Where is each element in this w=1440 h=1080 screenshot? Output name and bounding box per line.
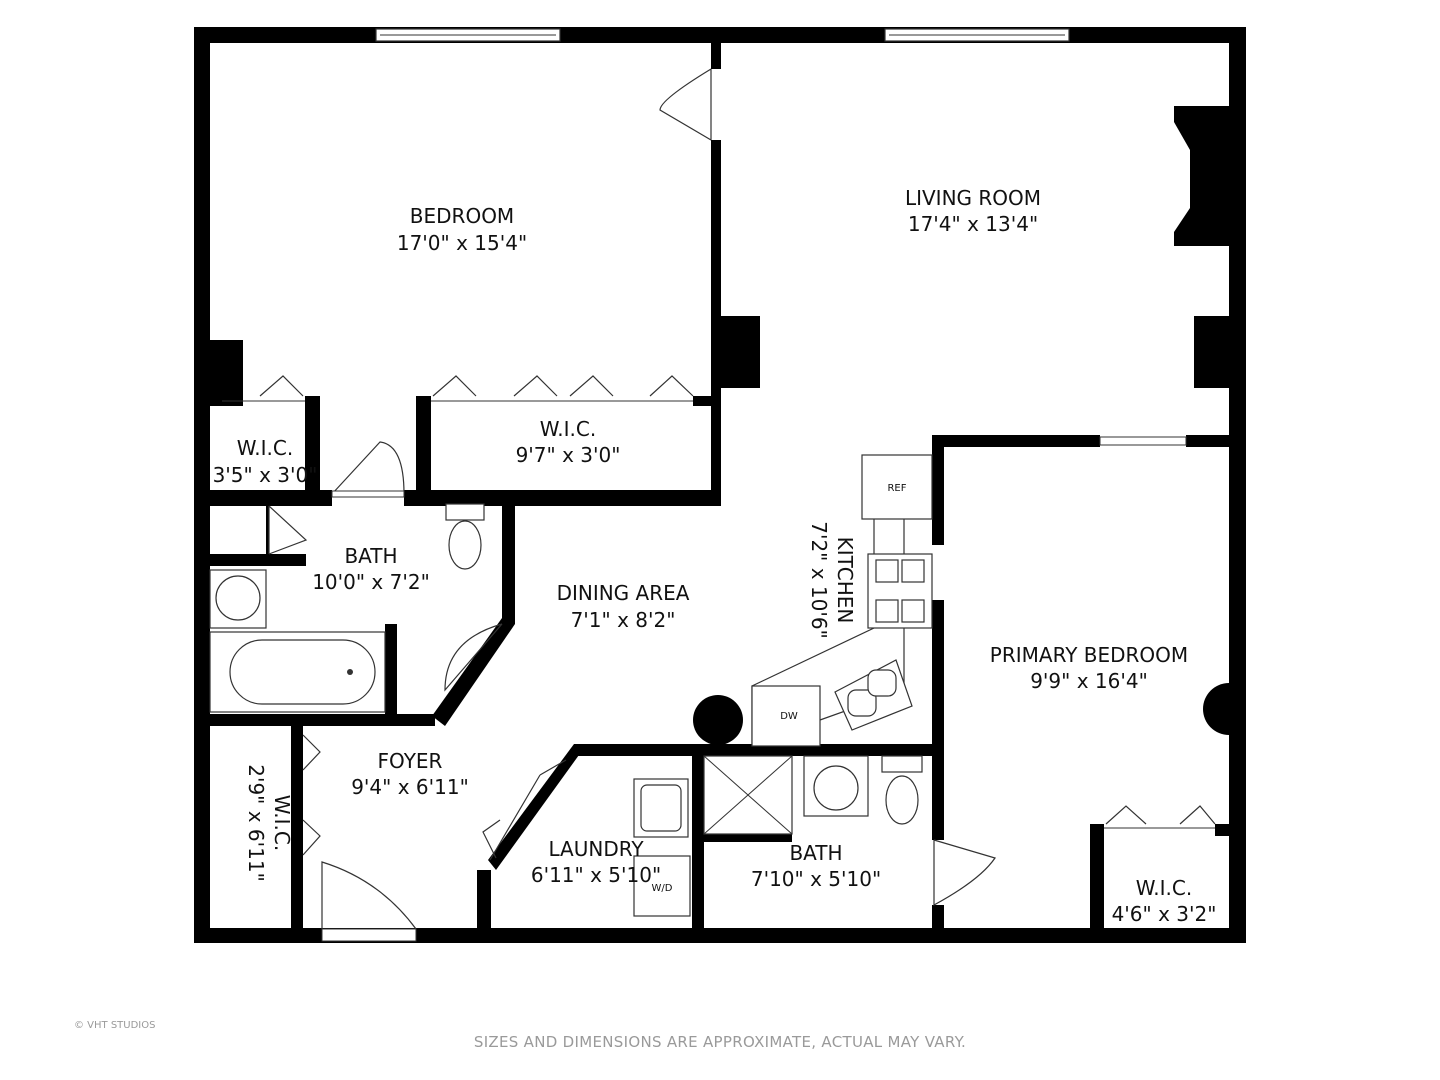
bath-main-dims: 10'0" x 7'2" xyxy=(312,570,430,594)
wic-foyer-dims: 2'9" x 6'11" xyxy=(244,764,268,882)
disclaimer-text: SIZES AND DIMENSIONS ARE APPROXIMATE, AC… xyxy=(473,1033,967,1051)
windows xyxy=(375,28,1070,42)
fixtures xyxy=(209,454,933,917)
wic-bedroom-name: W.I.C. xyxy=(540,417,596,441)
washer-dryer-label: W/D xyxy=(652,883,673,894)
dining-area-dims: 7'1" x 8'2" xyxy=(571,608,676,632)
bedroom-dims: 17'0" x 15'4" xyxy=(397,231,527,255)
interior-walls xyxy=(210,43,1229,940)
bedroom-name: BEDROOM xyxy=(410,204,514,228)
bath-main-name: BATH xyxy=(344,544,397,568)
wic-small-dims: 3'5" x 3'0" xyxy=(213,463,318,487)
bath-second-dims: 7'10" x 5'10" xyxy=(751,867,881,891)
primary-bedroom-name: PRIMARY BEDROOM xyxy=(990,643,1188,667)
foyer-dims: 9'4" x 6'11" xyxy=(351,775,469,799)
doors xyxy=(222,68,1216,942)
wic-bedroom-dims: 9'7" x 3'0" xyxy=(516,443,621,467)
room-labels: BEDROOM 17'0" x 15'4" LIVING ROOM 17'4" … xyxy=(213,186,1217,926)
living-room-dims: 17'4" x 13'4" xyxy=(908,212,1038,236)
kitchen-dims: 7'2" x 10'6" xyxy=(807,521,831,639)
living-room-name: LIVING ROOM xyxy=(905,186,1041,210)
wic-primary-name: W.I.C. xyxy=(1136,876,1192,900)
credit-text: © VHT STUDIOS xyxy=(74,1020,156,1031)
dining-area-name: DINING AREA xyxy=(557,581,690,605)
dishwasher-label: DW xyxy=(780,711,798,722)
bath-second-name: BATH xyxy=(789,841,842,865)
kitchen-name: KITCHEN xyxy=(833,537,857,624)
fixture-labels: REF DW W/D xyxy=(652,483,907,894)
refrigerator-icon xyxy=(861,454,933,520)
refrigerator-label: REF xyxy=(887,483,906,494)
foyer-name: FOYER xyxy=(378,749,443,773)
primary-bedroom-dims: 9'9" x 16'4" xyxy=(1030,669,1148,693)
laundry-name: LAUNDRY xyxy=(548,837,644,861)
wic-small-name: W.I.C. xyxy=(237,436,293,460)
wic-foyer-name: W.I.C. xyxy=(270,795,294,851)
laundry-dims: 6'11" x 5'10" xyxy=(531,863,661,887)
wic-primary-dims: 4'6" x 3'2" xyxy=(1112,902,1217,926)
